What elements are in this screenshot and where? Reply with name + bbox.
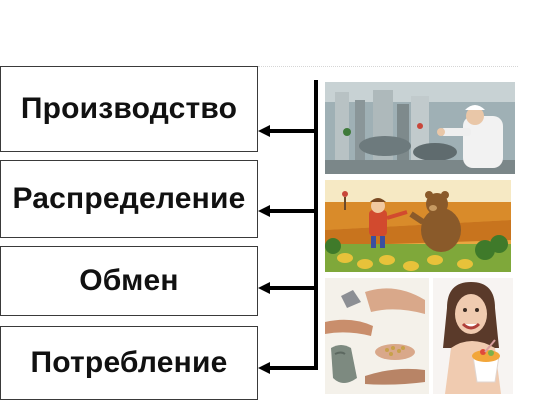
stage-box-consumption: Потребление [0, 326, 258, 400]
vertical-connector-line [314, 80, 318, 370]
woman-eating-dessert-photo [433, 278, 513, 394]
stage-label-distribution: Распределение [12, 182, 246, 215]
stage-label-exchange: Обмен [79, 264, 179, 297]
stage-box-exchange: Обмен [0, 246, 258, 316]
factory-worker-photo [325, 82, 515, 174]
hands-exchange-photo [325, 278, 429, 394]
stage-box-production: Производство [0, 66, 258, 152]
stage-label-consumption: Потребление [30, 346, 228, 379]
stage-box-distribution: Распределение [0, 160, 258, 238]
arrow-to-exchange [258, 282, 316, 294]
arrow-to-distribution [258, 205, 316, 217]
bear-and-peasant-illustration [325, 180, 511, 272]
stage-label-production: Производство [20, 92, 238, 125]
top-dotted-line [258, 66, 518, 67]
arrow-to-production [258, 125, 316, 137]
arrow-to-consumption [258, 362, 316, 374]
